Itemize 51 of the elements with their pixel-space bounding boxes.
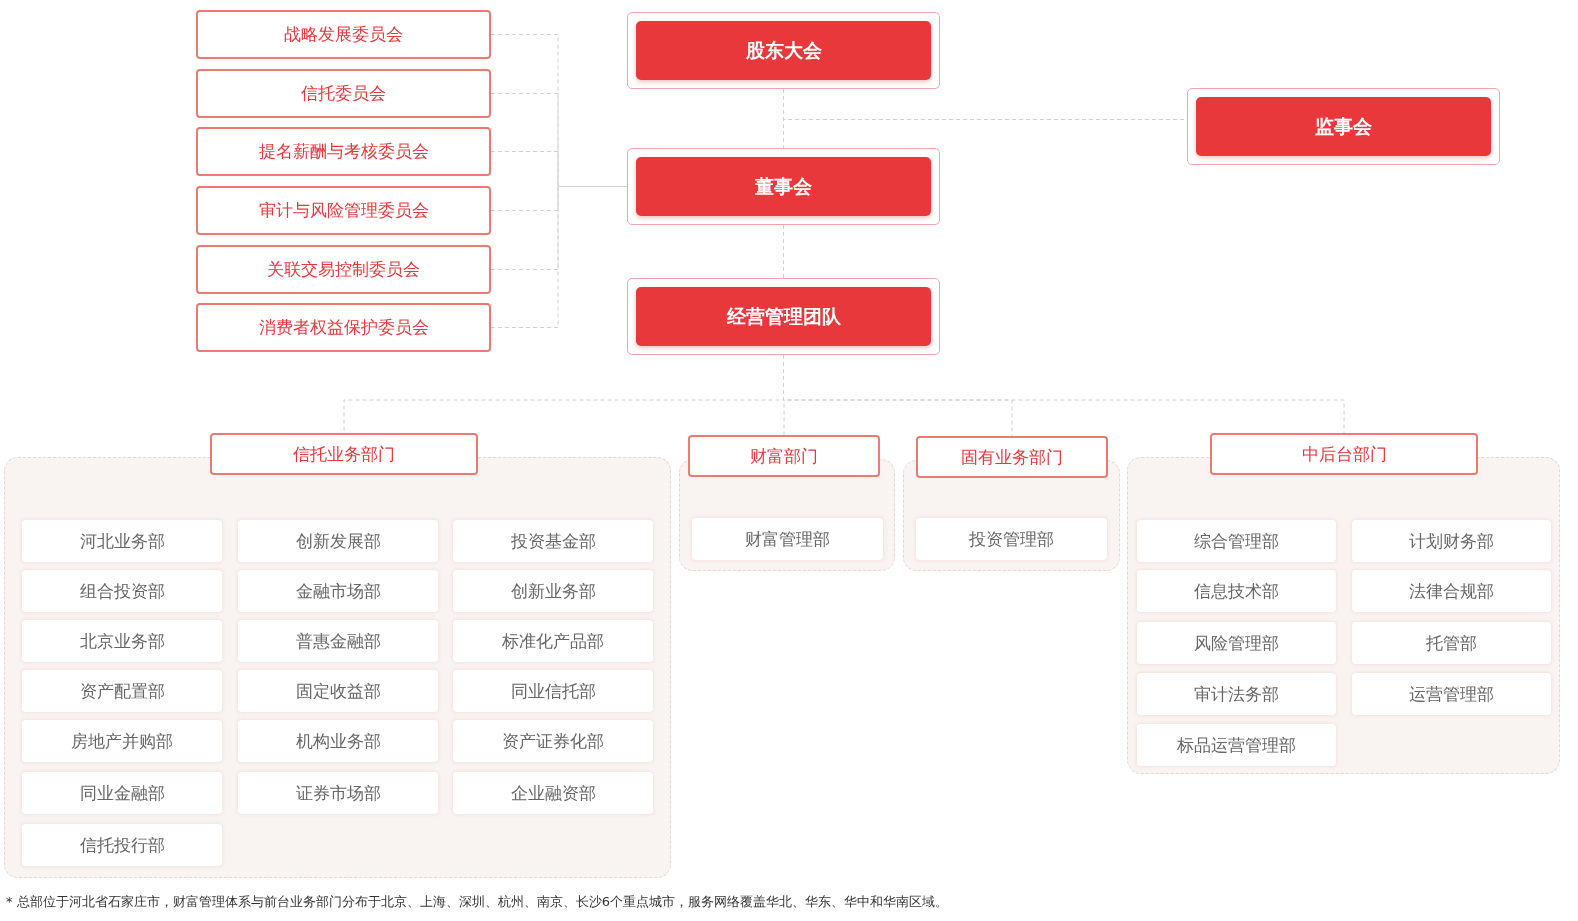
department-box: 综合管理部 (1137, 520, 1336, 562)
department-box: 创新业务部 (453, 570, 653, 612)
department-box: 同业信托部 (453, 670, 653, 712)
department-box: 河北业务部 (22, 520, 222, 562)
connector-line (783, 224, 784, 279)
node-frame (1187, 88, 1500, 165)
footnote: * 总部位于河北省石家庄市，财富管理体系与前台业务部门分布于北京、上海、深圳、杭州、南京、长沙6个重点城市，服务网络覆盖华北、华东、华中和华南区域。 (6, 893, 948, 911)
department-box: 标品运营管理部 (1137, 724, 1336, 766)
department-box: 投资基金部 (453, 520, 653, 562)
group-heading: 固有业务部门 (916, 436, 1108, 478)
node-frame (627, 278, 940, 355)
department-box: 运营管理部 (1352, 673, 1551, 715)
committee-box: 提名薪酬与考核委员会 (196, 127, 491, 176)
department-box: 房地产并购部 (22, 720, 222, 762)
group-heading: 财富部门 (688, 435, 880, 477)
governance-box: 经营管理团队 (636, 287, 931, 346)
committee-box: 审计与风险管理委员会 (196, 186, 491, 235)
node-frame (627, 148, 940, 225)
department-box: 托管部 (1352, 622, 1551, 664)
governance-box: 监事会 (1196, 97, 1491, 156)
department-box: 投资管理部 (916, 518, 1107, 560)
department-box: 创新发展部 (238, 520, 438, 562)
department-box: 资产证券化部 (453, 720, 653, 762)
department-box: 固定收益部 (238, 670, 438, 712)
department-box: 普惠金融部 (238, 620, 438, 662)
group-heading: 信托业务部门 (210, 433, 478, 475)
committee-box: 信托委员会 (196, 69, 491, 118)
node-frame (627, 12, 940, 89)
department-box: 金融市场部 (238, 570, 438, 612)
department-box: 信托投行部 (22, 824, 222, 866)
department-box: 证券市场部 (238, 772, 438, 814)
department-box: 财富管理部 (692, 518, 883, 560)
department-box: 同业金融部 (22, 772, 222, 814)
department-box: 北京业务部 (22, 620, 222, 662)
committee-box: 战略发展委员会 (196, 10, 491, 59)
department-box: 计划财务部 (1352, 520, 1551, 562)
department-box: 企业融资部 (453, 772, 653, 814)
department-box: 机构业务部 (238, 720, 438, 762)
department-box: 信息技术部 (1137, 570, 1336, 612)
governance-box: 股东大会 (636, 21, 931, 80)
department-box: 标准化产品部 (453, 620, 653, 662)
department-box: 法律合规部 (1352, 570, 1551, 612)
department-box: 资产配置部 (22, 670, 222, 712)
group-heading: 中后台部门 (1210, 433, 1478, 475)
connector-line (490, 186, 628, 328)
department-box: 风险管理部 (1137, 622, 1336, 664)
governance-box: 董事会 (636, 157, 931, 216)
department-box: 组合投资部 (22, 570, 222, 612)
committee-box: 关联交易控制委员会 (196, 245, 491, 294)
committee-box: 消费者权益保护委员会 (196, 303, 491, 352)
department-box: 审计法务部 (1137, 673, 1336, 715)
